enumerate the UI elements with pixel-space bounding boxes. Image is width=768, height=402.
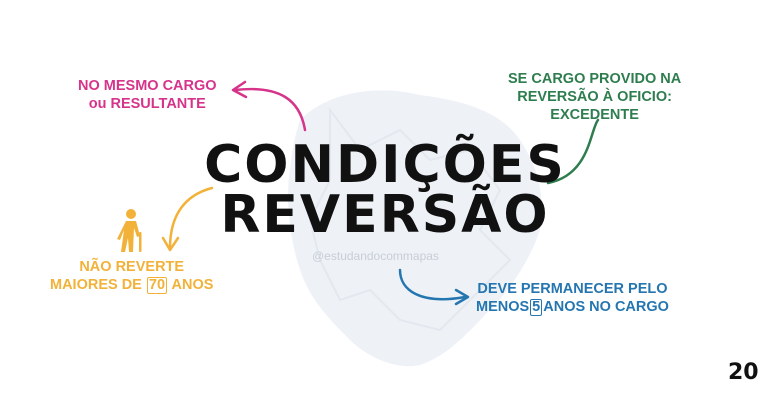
label-surplus-line2: REVERSÃO À OFICIO: [517, 89, 672, 105]
main-title: CONDIÇÕES REVERSÃO [150, 135, 620, 245]
arrow-top-right [546, 118, 600, 185]
label-age-limit-line2-post: ANOS [168, 277, 214, 293]
label-age-limit-line2: MAIORES DE 70 ANOS [50, 276, 213, 294]
label-surplus: SE CARGO PROVIDO NA REVERSÃO À OFICIO: E… [508, 70, 681, 124]
label-surplus-line3: EXCEDENTE [550, 107, 639, 123]
label-five-years-line2-pre: MENOS [476, 299, 530, 315]
label-same-position: NO MESMO CARGO ou RESULTANTE [78, 77, 217, 113]
title-line-1: CONDIÇÕES [204, 135, 566, 195]
years-number-box: 5 [530, 299, 543, 316]
arrow-top-left-head [231, 80, 248, 99]
arrow-bottom-left [168, 186, 214, 250]
arrow-bottom-right [398, 268, 467, 301]
arrow-bottom-right-head [454, 288, 470, 306]
label-five-years-line2-post: ANOS NO CARGO [543, 299, 669, 315]
age-number-box: 70 [146, 277, 168, 294]
elderly-person-icon [117, 209, 142, 252]
label-age-limit: NÃO REVERTE MAIORES DE 70 ANOS [50, 258, 213, 294]
label-age-limit-line2-pre: MAIORES DE [50, 277, 146, 293]
label-age-limit-line1: NÃO REVERTE [79, 259, 185, 275]
arrow-top-left [233, 87, 307, 132]
arrow-bottom-left-head [161, 236, 180, 252]
page-number: 20 [728, 360, 759, 385]
label-five-years-line1: DEVE PERMANECER PELO [477, 281, 668, 297]
label-surplus-line1: SE CARGO PROVIDO NA [508, 71, 682, 87]
label-same-position-line2: ou RESULTANTE [88, 96, 206, 112]
watermark: @estudandocommapas [312, 249, 439, 263]
label-same-position-line1: NO MESMO CARGO [78, 78, 217, 94]
title-line-2: REVERSÃO [220, 185, 550, 245]
